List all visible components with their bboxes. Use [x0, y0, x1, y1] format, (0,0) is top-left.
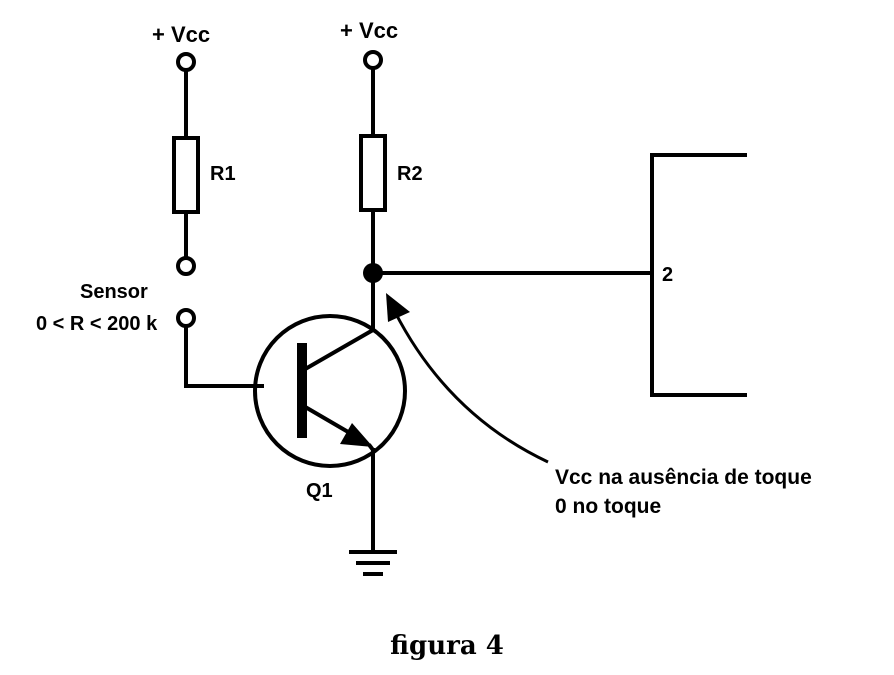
sensor-terminal-bottom	[176, 308, 196, 328]
supply-r2-terminal	[363, 50, 383, 70]
resistor-r1	[172, 136, 200, 214]
transistor-emitter-arrow	[340, 423, 373, 447]
output-pin-label: 2	[662, 264, 673, 286]
ground-symbol	[349, 550, 397, 576]
supply-r1-label: + Vcc	[152, 22, 210, 47]
wire-base	[184, 324, 264, 388]
resistor-r1-label: R1	[210, 163, 236, 185]
supply-r2-label: + Vcc	[340, 18, 398, 43]
transistor-collector-lead	[304, 327, 376, 371]
sensor-label: Sensor	[80, 281, 148, 303]
ic-outline	[650, 153, 747, 397]
annotation-pointer-line	[393, 311, 549, 464]
transistor-emitter-lead	[304, 405, 358, 439]
sensor-range-label: 0 < R < 200 k	[36, 313, 158, 335]
annotation-line-2: 0 no toque	[555, 495, 661, 518]
supply-r1-terminal	[176, 52, 196, 72]
transistor-q1-body	[253, 314, 407, 468]
transistor-label: Q1	[306, 480, 333, 502]
sensor-terminal-top	[176, 256, 196, 276]
annotation-pointer-arrowhead	[386, 293, 410, 322]
resistor-r2	[359, 134, 387, 212]
figure-caption: figura 4	[390, 631, 504, 661]
resistor-r2-label: R2	[397, 163, 423, 185]
annotation-line-1: Vcc na ausência de toque	[555, 466, 812, 489]
